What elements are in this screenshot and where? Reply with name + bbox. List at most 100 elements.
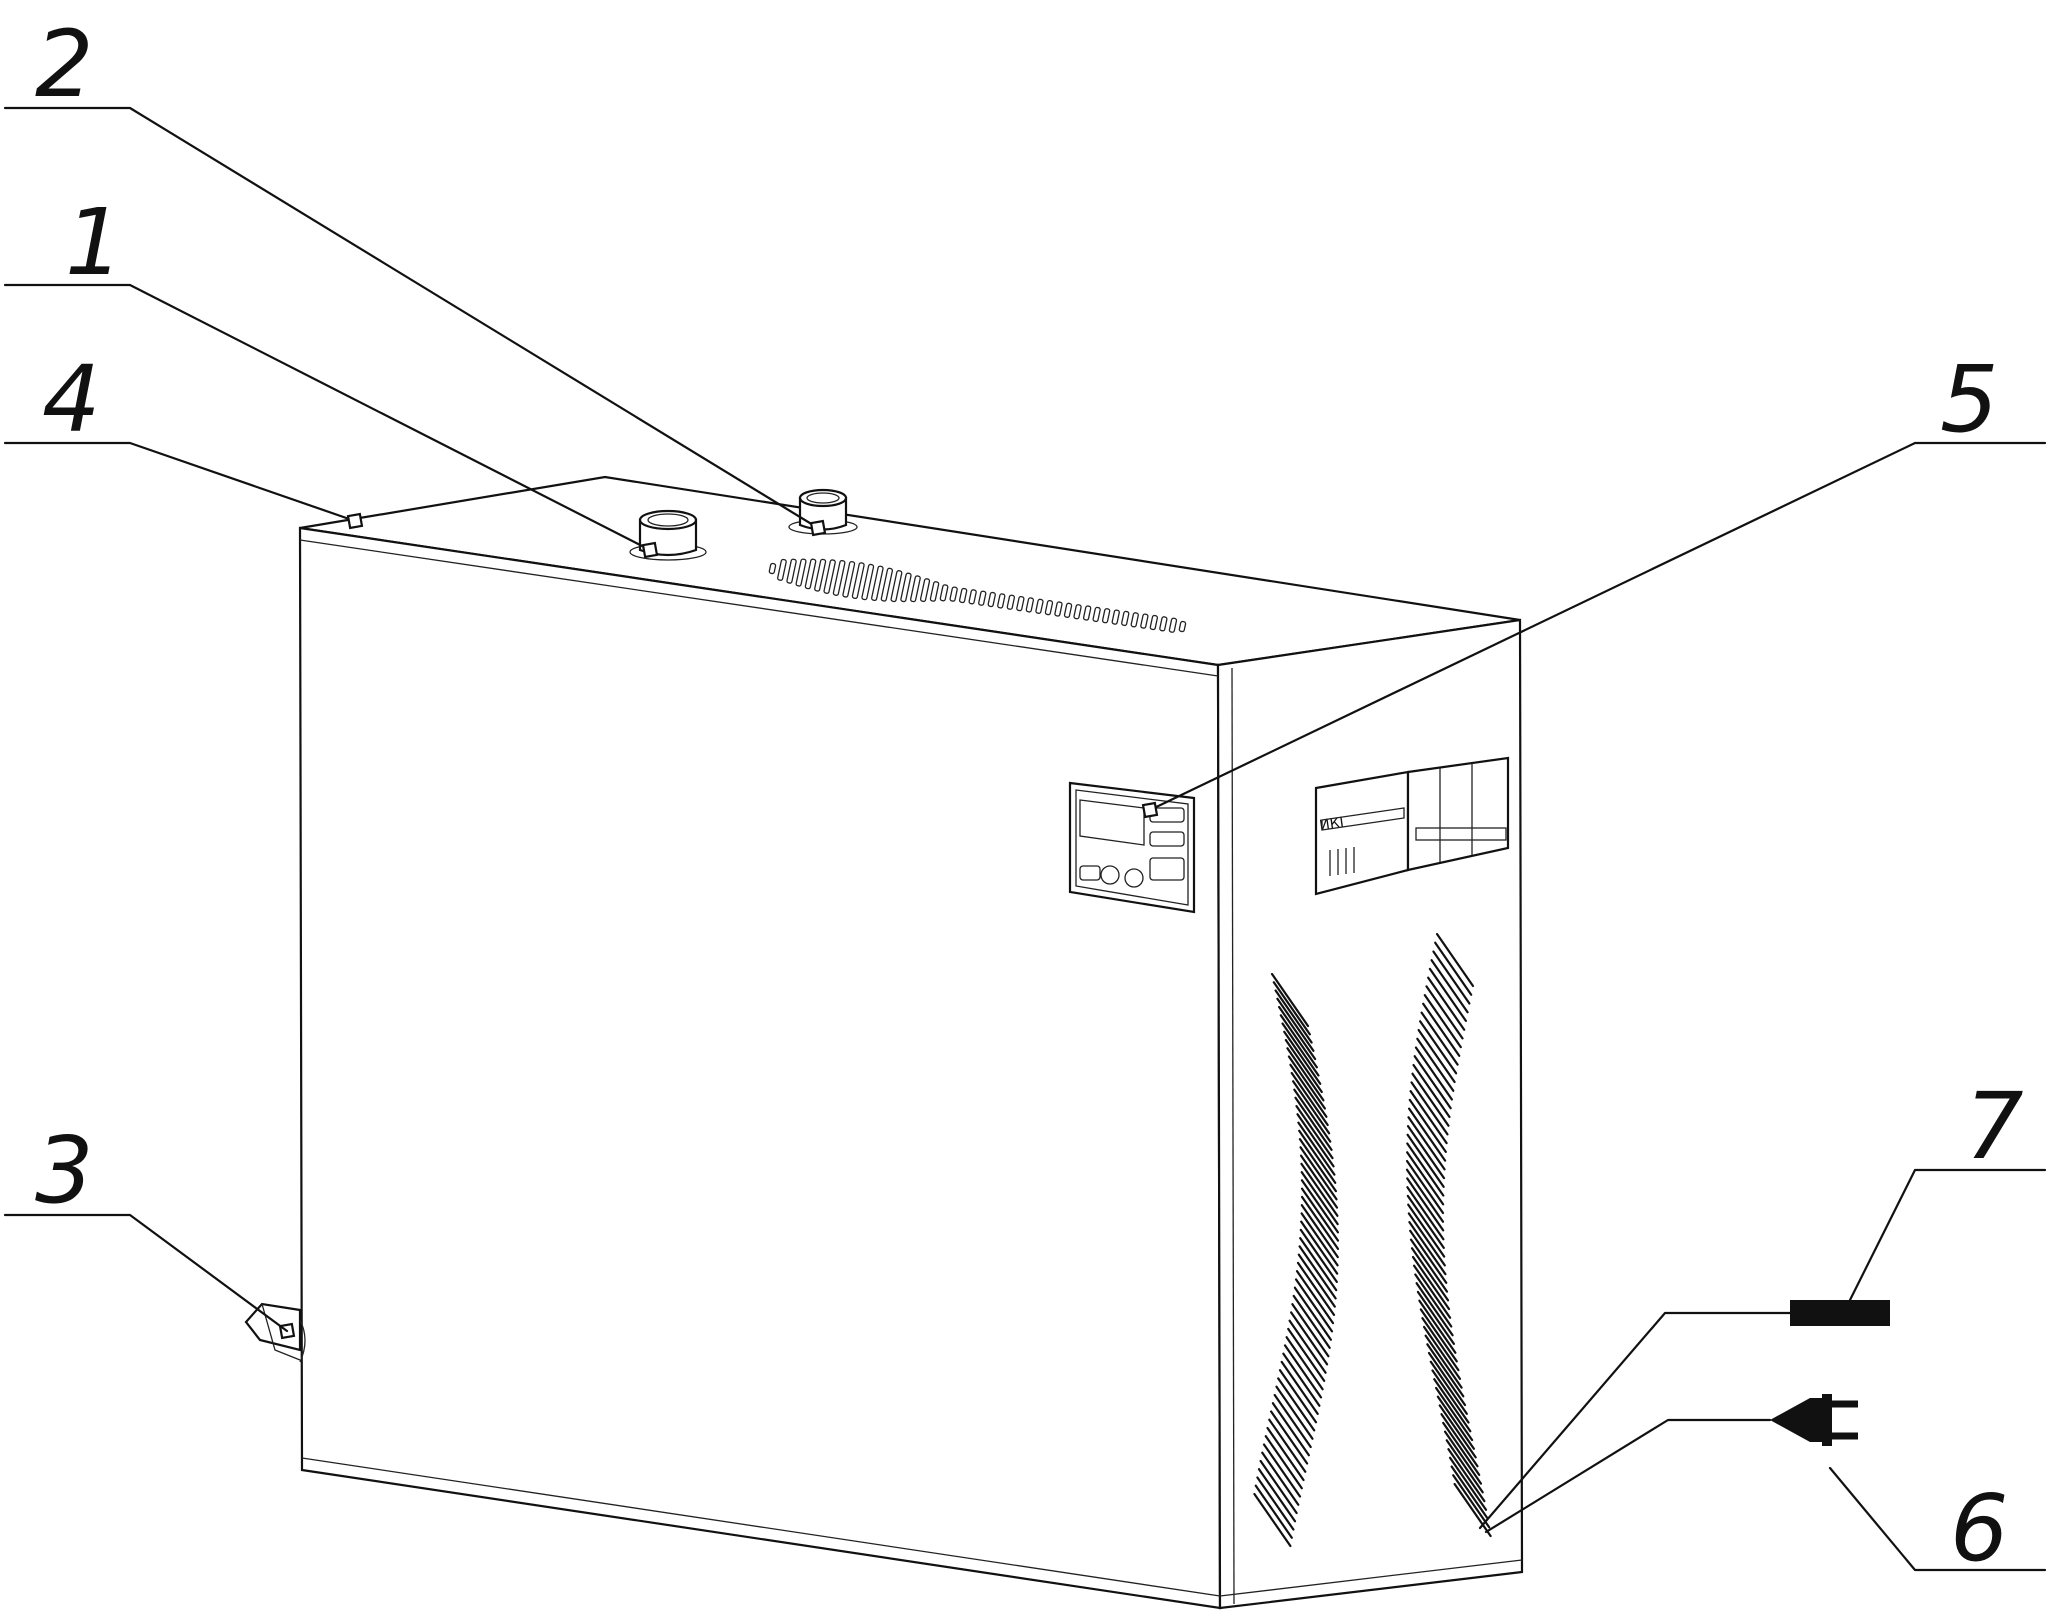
temperature-sensor	[1790, 1300, 1890, 1326]
side-vent-slot	[1284, 1038, 1323, 1094]
side-vent-slot	[1406, 1142, 1445, 1197]
panel-display	[1079, 799, 1145, 846]
top-vent-slot	[871, 565, 884, 602]
side-bevel	[1231, 667, 1235, 1605]
top-vent-slot	[832, 560, 846, 596]
callout-3: 3	[35, 1117, 94, 1224]
side-vent-slot	[1424, 1334, 1463, 1389]
side-vent-slot	[1273, 1393, 1312, 1449]
side-vent-slot	[1434, 941, 1473, 996]
top-vent-slot	[1159, 616, 1168, 632]
side-vent-slot	[1427, 976, 1466, 1031]
side-vent-slot	[1298, 1129, 1337, 1184]
side-vent-slot	[1294, 1096, 1333, 1151]
top-vent-slot	[880, 567, 894, 602]
side-vent-slot	[1411, 1072, 1450, 1127]
side-vent-slot	[1254, 1484, 1293, 1539]
side-vent-slot	[1432, 950, 1471, 1005]
side-vent-slot	[1410, 1081, 1449, 1136]
side-vent-slot	[1416, 1037, 1455, 1092]
side-vent-slot	[1288, 1319, 1327, 1374]
top-vent-slot	[1063, 602, 1073, 618]
cables	[1478, 1300, 1890, 1534]
top-vent-slot	[861, 563, 875, 601]
side-vent-slot	[1300, 1162, 1339, 1217]
side-vent-slot	[1264, 1435, 1303, 1490]
side-vent-slot	[1407, 1203, 1446, 1258]
side-vent-slot	[1409, 1238, 1449, 1293]
side-vent-slot	[1295, 1269, 1335, 1325]
side-vent-slot	[1407, 1107, 1447, 1162]
side-vent-slot	[1443, 1430, 1483, 1485]
side-vent-slot	[1300, 1212, 1339, 1267]
side-vent-slot	[1278, 1369, 1318, 1424]
side-vent-slot	[1419, 1308, 1458, 1363]
side-vent-slot	[1293, 1088, 1332, 1143]
top-vent-slot	[777, 558, 787, 581]
cable-to-sensor	[1478, 1311, 1792, 1530]
side-vent-slot	[1406, 1133, 1445, 1188]
side-vent-slot	[1427, 1351, 1467, 1407]
callout-5: 5	[1940, 346, 1999, 453]
top-vent-slot	[1025, 597, 1035, 613]
side-vent-slot	[1294, 1278, 1334, 1333]
top-vent-slot	[795, 558, 807, 587]
side-vent-slot	[1448, 1456, 1488, 1511]
top-vent-slot	[1101, 608, 1111, 624]
breaker-block: ИКI	[1314, 756, 1510, 896]
side-vent-slot	[1276, 997, 1315, 1052]
side-vent-slot	[1413, 1055, 1452, 1110]
top-vent-slot	[851, 562, 865, 600]
side-vent-slot	[1406, 1177, 1445, 1232]
side-vent-slot	[1295, 1104, 1334, 1160]
callout-1: 1	[65, 189, 124, 296]
top-vent-slot	[814, 558, 827, 592]
side-vent-slot	[1409, 1229, 1448, 1284]
control-panel	[1068, 781, 1196, 914]
top-vent-slot	[958, 587, 968, 604]
side-vent-slot	[1422, 1325, 1462, 1381]
side-vent-slot	[1297, 1253, 1336, 1308]
side-vent-slots	[1253, 932, 1492, 1548]
top-vent-slot	[900, 572, 912, 603]
side-vent-slot	[1281, 1022, 1320, 1077]
side-vent-slot	[1299, 1236, 1338, 1292]
top-vent-slot	[978, 590, 987, 606]
top-vent-slot	[1178, 620, 1187, 633]
side-vent-slot	[1453, 1482, 1492, 1538]
top-vent-slot	[768, 562, 777, 575]
panel-button-c	[1149, 857, 1185, 881]
top-vent-slot	[1035, 598, 1044, 614]
top-vent-slot	[842, 561, 856, 598]
side-vent-slot	[1406, 1194, 1445, 1250]
top-vent-slot	[968, 589, 977, 605]
callout-2: 2	[35, 11, 94, 118]
top-vent-slot	[1044, 599, 1054, 616]
side-vent-slot	[1271, 1402, 1311, 1457]
side-vent-slot	[1440, 1413, 1479, 1468]
side-vent-slot	[1296, 1261, 1336, 1317]
side-vent-slot	[1300, 1220, 1339, 1275]
top-vent-slot	[910, 575, 921, 603]
side-vent-slot	[1290, 1071, 1329, 1127]
side-vent-slot	[1291, 1080, 1331, 1135]
side-vent-slot	[1297, 1121, 1336, 1176]
side-vent-slot	[1405, 1159, 1445, 1215]
side-vent-slot	[1296, 1113, 1335, 1168]
side-vent-slot	[1407, 1212, 1446, 1267]
side-vent-slot	[1299, 1146, 1338, 1201]
side-vent-slot	[1433, 1378, 1472, 1433]
side-vent-slot	[1257, 1468, 1297, 1523]
side-vent-slot	[1422, 1002, 1461, 1057]
side-vent-slot	[1266, 1426, 1305, 1482]
callout-6: 6	[1950, 1475, 2009, 1582]
top-vent-slot	[1092, 606, 1101, 623]
side-vent-slot	[1283, 1030, 1322, 1085]
side-vent-slot	[1280, 1360, 1319, 1416]
top-vent-slot	[786, 558, 797, 584]
side-vent-slot	[1256, 1476, 1295, 1531]
side-vent-slot	[1269, 1410, 1309, 1465]
front-top-bevel	[299, 539, 1219, 677]
top-vent-slot	[929, 581, 940, 602]
